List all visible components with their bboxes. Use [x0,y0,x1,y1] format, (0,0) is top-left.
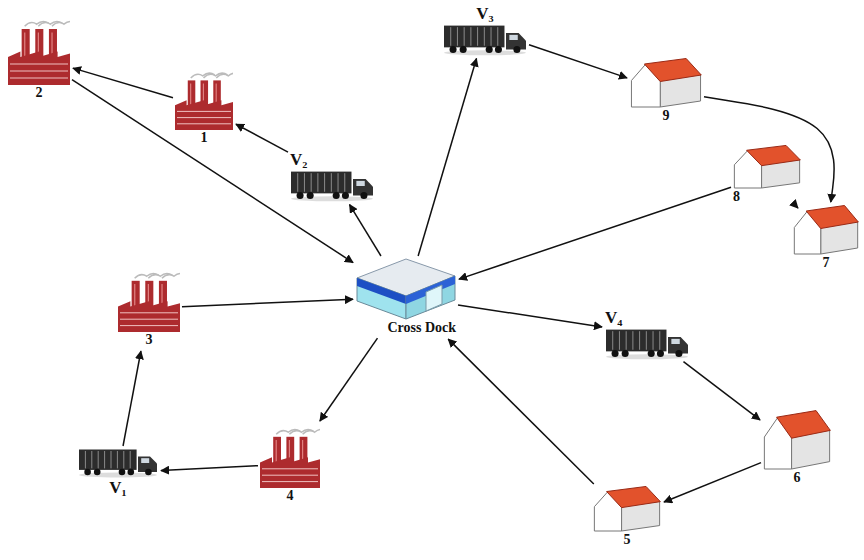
factory-icon [175,68,233,130]
supplier-node: 4 [260,424,320,504]
node-number: 5 [624,532,631,548]
cross-dock-node: Cross Dock [356,258,456,336]
customer-node: 8 [733,145,801,205]
warehouse-icon [733,145,801,189]
truck-icon [605,328,689,360]
node-number: 6 [794,470,801,486]
flow-arrow [123,351,141,446]
node-number: 8 [733,189,740,205]
flow-arrow [320,338,378,421]
node-number: 9 [663,108,670,124]
node-number: 3 [146,332,153,348]
flow-arrow [73,68,173,98]
supplier-node: 1 [175,68,233,146]
flow-arrow [664,463,761,502]
warehouse-icon [793,205,859,255]
customer-node: 6 [763,410,831,486]
flow-arrow [459,187,731,279]
flow-arrow [793,203,798,208]
flow-arrow [683,362,760,420]
flow-arrow [458,305,602,327]
flow-arrow [529,45,627,78]
node-number: 4 [287,488,294,504]
supplier-node: 2 [8,15,70,101]
vehicle-label: V₄ [605,308,622,328]
vehicle-label: V₃ [476,4,493,24]
truck-icon [290,170,374,202]
vehicle-node: V₃ [443,4,527,56]
factory-icon [260,424,320,488]
warehouse-icon [763,410,831,470]
node-number: 7 [823,255,830,271]
customer-node: 5 [593,486,661,548]
flow-arrow [182,299,353,306]
node-number: 2 [36,85,43,101]
cross-dock-icon [356,258,456,320]
flow-arrow [350,205,381,256]
factory-icon [8,15,70,85]
flow-arrow [448,339,594,484]
truck-icon [443,24,527,56]
factory-icon [118,268,180,332]
vehicle-node: V₁ [78,448,158,498]
flow-arrow [704,97,834,202]
warehouse-icon [593,486,661,532]
cross-dock-label: Cross Dock [387,320,456,336]
flow-arrow [418,59,476,256]
node-number: 1 [201,130,208,146]
warehouse-icon [630,58,702,108]
customer-node: 9 [630,58,702,124]
flow-arrow [236,124,288,152]
vehicle-label: V₂ [290,150,307,170]
truck-icon [78,448,158,478]
flow-arrow [72,80,353,263]
customer-node: 7 [793,205,859,271]
flow-arrow [161,466,258,471]
supplier-node: 3 [118,268,180,348]
vehicle-node: V₂ [290,150,374,202]
vehicle-label: V₁ [109,478,126,498]
vehicle-node: V₄ [605,308,689,360]
